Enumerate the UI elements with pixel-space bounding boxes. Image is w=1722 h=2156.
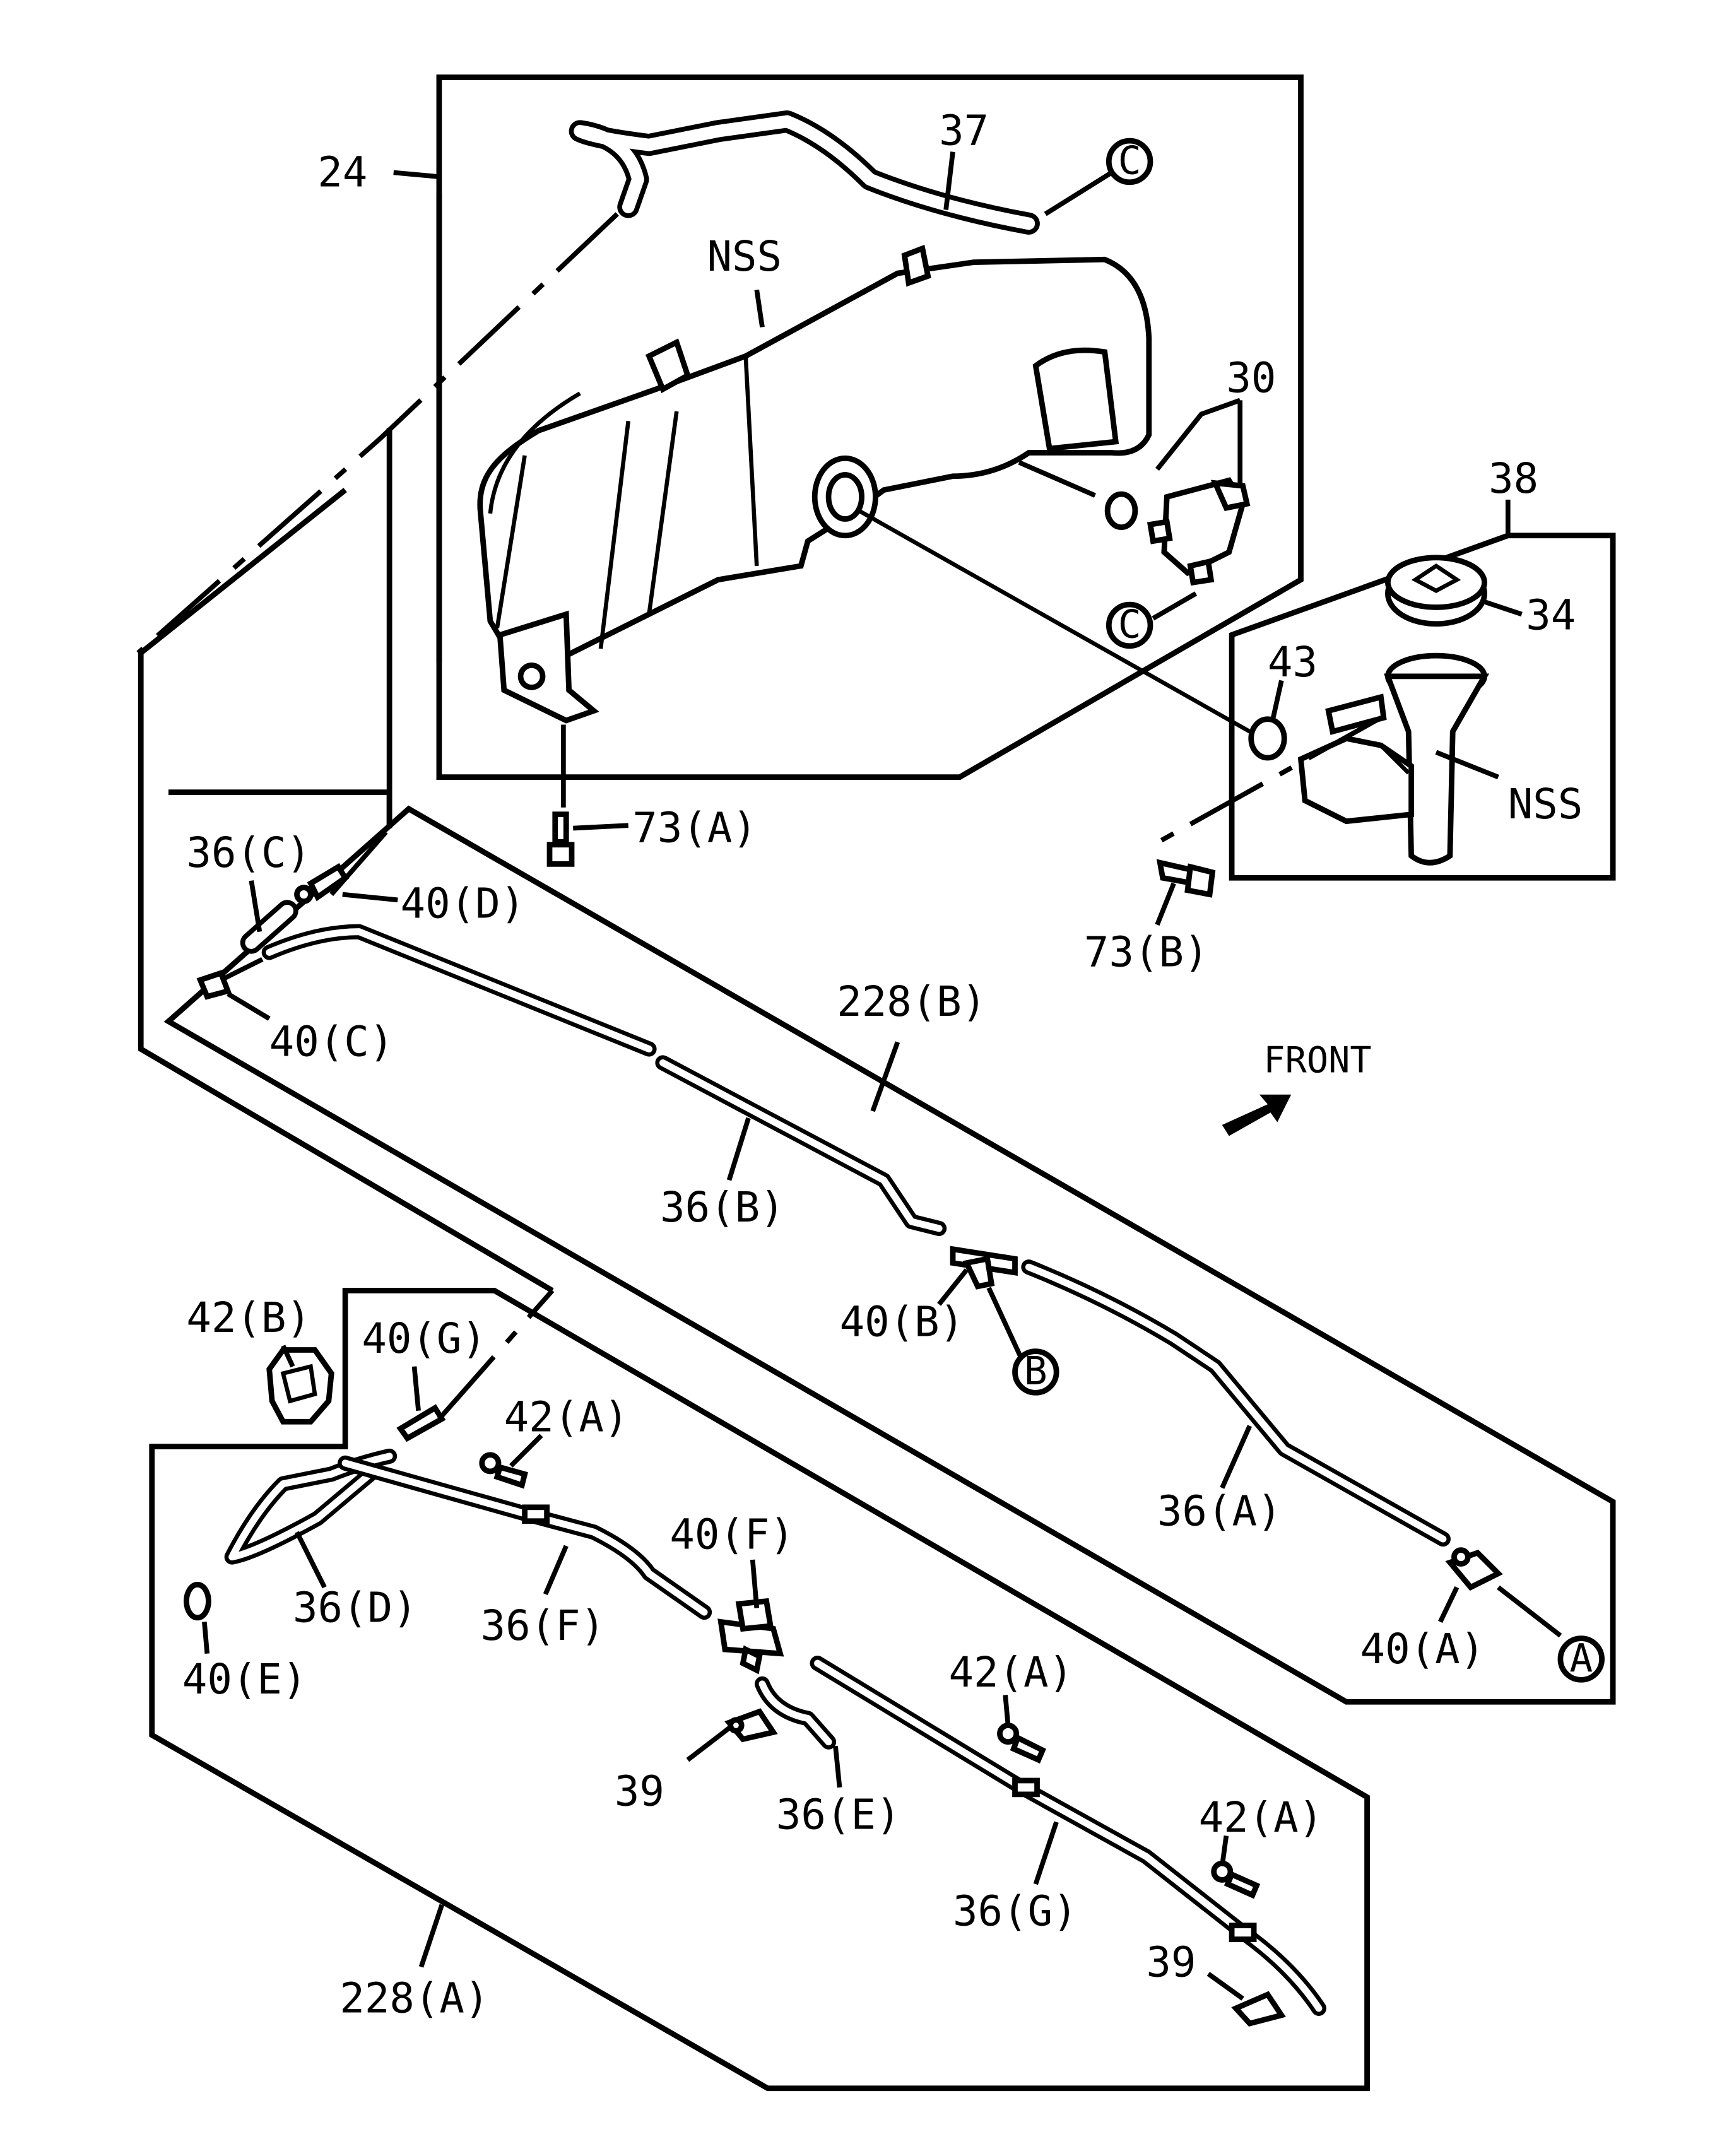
- label-40a: 40(A): [1360, 1625, 1485, 1673]
- label-front: FRONT: [1263, 1040, 1371, 1081]
- hose-37: [569, 110, 1040, 235]
- label-36f: 36(F): [481, 1602, 606, 1650]
- label-73a: 73(A): [632, 804, 757, 852]
- label-43: 43: [1268, 639, 1318, 686]
- group-outline-228b: [163, 789, 1616, 1705]
- label-40f: 40(F): [669, 1511, 794, 1558]
- label-40d: 40(D): [401, 880, 526, 928]
- filler-cap-34: [1385, 555, 1487, 627]
- label-36g: 36(G): [953, 1888, 1078, 1936]
- hose-36c: [240, 900, 298, 954]
- ref-marker-a: A: [1557, 1635, 1605, 1683]
- connector-40g: [396, 1404, 446, 1442]
- label-73b: 73(B): [1084, 928, 1209, 976]
- svg-text:B: B: [1024, 1349, 1047, 1394]
- label-40c: 40(C): [269, 1018, 394, 1066]
- label-38: 38: [1489, 455, 1538, 503]
- clip-42a-1: [479, 1452, 528, 1489]
- label-39-1: 39: [615, 1767, 664, 1815]
- label-30: 30: [1226, 354, 1276, 402]
- tube-36a: [1021, 1259, 1451, 1547]
- front-arrow-icon: [1222, 1094, 1292, 1136]
- label-36c: 36(C): [186, 829, 311, 877]
- label-24: 24: [317, 148, 367, 196]
- connector-40e: [184, 1581, 211, 1621]
- label-40g: 40(G): [362, 1315, 487, 1363]
- ref-marker-c-top: C: [1106, 138, 1153, 186]
- ref-marker-b: B: [1012, 1348, 1059, 1396]
- clip-39-1: [724, 1708, 778, 1743]
- label-42a-1: 42(A): [504, 1394, 629, 1442]
- reference-lines: [136, 170, 1562, 1638]
- filler-neck: [1297, 652, 1490, 866]
- bolt-73b: [1156, 859, 1216, 898]
- group-outline-outer: [138, 193, 554, 1293]
- connector-40f: [717, 1598, 784, 1675]
- group-outline-38: [1229, 533, 1616, 881]
- seal-43: [1248, 716, 1287, 761]
- group-outline-228a: [149, 1288, 1370, 2092]
- svg-text:C: C: [1118, 603, 1141, 647]
- tube-36g: [810, 1656, 1327, 2016]
- part-labels: 24 37 NSS 30 38 34 43 NSS 73(A) 73(B) 36…: [182, 107, 1583, 2023]
- label-36e: 36(E): [776, 1791, 901, 1839]
- label-40b: 40(B): [840, 1299, 965, 1346]
- bolt-73a: [546, 811, 575, 867]
- clip-42b: [266, 1347, 334, 1425]
- label-nss-filler: NSS: [1508, 781, 1583, 828]
- svg-text:C: C: [1118, 139, 1141, 184]
- clip-42a-3: [1211, 1860, 1261, 1899]
- label-nss-tank: NSS: [707, 233, 782, 281]
- label-37: 37: [939, 107, 989, 155]
- label-39-2: 39: [1146, 1939, 1196, 1987]
- leader-lines: [202, 151, 1523, 2001]
- clip-42a-2: [997, 1723, 1046, 1764]
- svg-text:A: A: [1569, 1636, 1593, 1681]
- label-42a-3: 42(A): [1199, 1794, 1324, 1842]
- label-34: 34: [1526, 592, 1576, 640]
- connector-40b: [950, 1246, 1018, 1290]
- clip-39-2: [1231, 1991, 1286, 2027]
- label-228b: 228(B): [837, 978, 986, 1026]
- tube-36f: [338, 1455, 712, 1620]
- tube-36e: [754, 1676, 837, 1750]
- label-40e: 40(E): [182, 1656, 307, 1704]
- ref-marker-c-pump: C: [1106, 601, 1153, 649]
- label-228a: 228(A): [339, 1975, 489, 2023]
- pump-30: [1104, 477, 1251, 586]
- label-42b: 42(B): [186, 1294, 311, 1342]
- label-42a-2: 42(A): [948, 1649, 1073, 1697]
- label-36d: 36(D): [293, 1584, 418, 1632]
- connector-40a: [1445, 1547, 1503, 1591]
- label-36b: 36(B): [660, 1184, 785, 1232]
- washer-tank: [477, 244, 1152, 724]
- label-36a: 36(A): [1157, 1487, 1282, 1535]
- tube-36b: [261, 924, 947, 1236]
